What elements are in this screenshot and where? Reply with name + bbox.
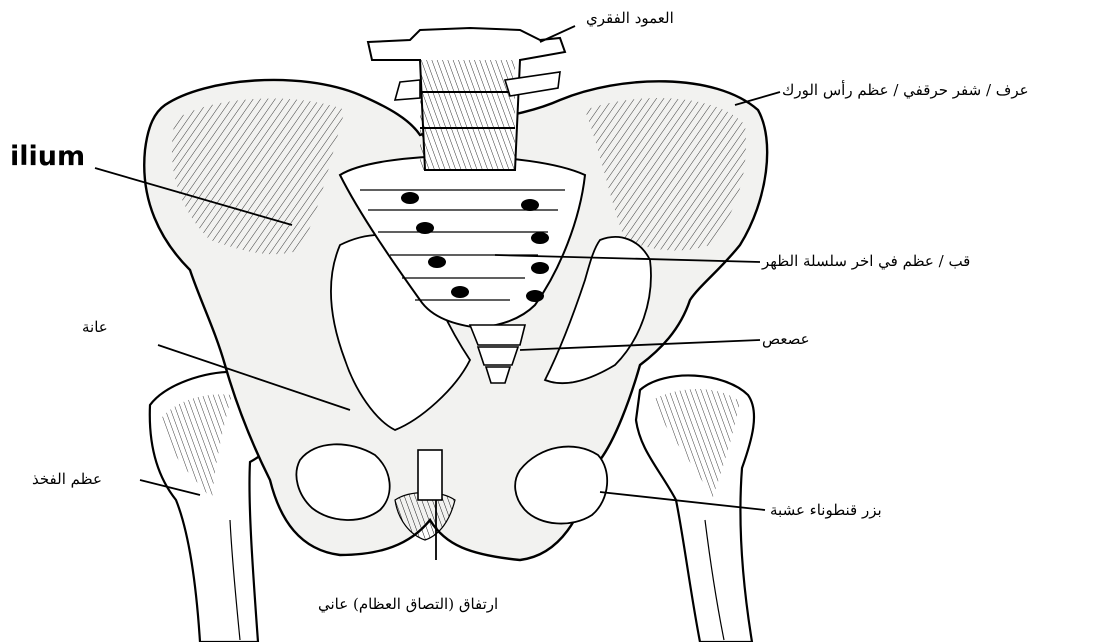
label-iliac-crest: عرف / شفر حرقفي / عظم رأس الورك: [782, 83, 1029, 98]
label-femur: عظم الفخذ: [32, 472, 102, 487]
label-ilium: ilium: [10, 143, 85, 170]
label-sacrum: قب / عظم في اخر سلسلة الظهر: [762, 254, 970, 269]
label-vertebral-column: العمود الفقري: [586, 11, 674, 26]
label-coccyx: عصعص: [762, 332, 810, 347]
femur-right: [636, 375, 754, 642]
label-obturator-foramen: بزر قنطوناء عشبة: [770, 503, 882, 518]
label-pubis: عانة: [82, 320, 108, 335]
label-pubic-symphysis: ارتفاق (التصاق العظام) عاني: [318, 597, 498, 612]
